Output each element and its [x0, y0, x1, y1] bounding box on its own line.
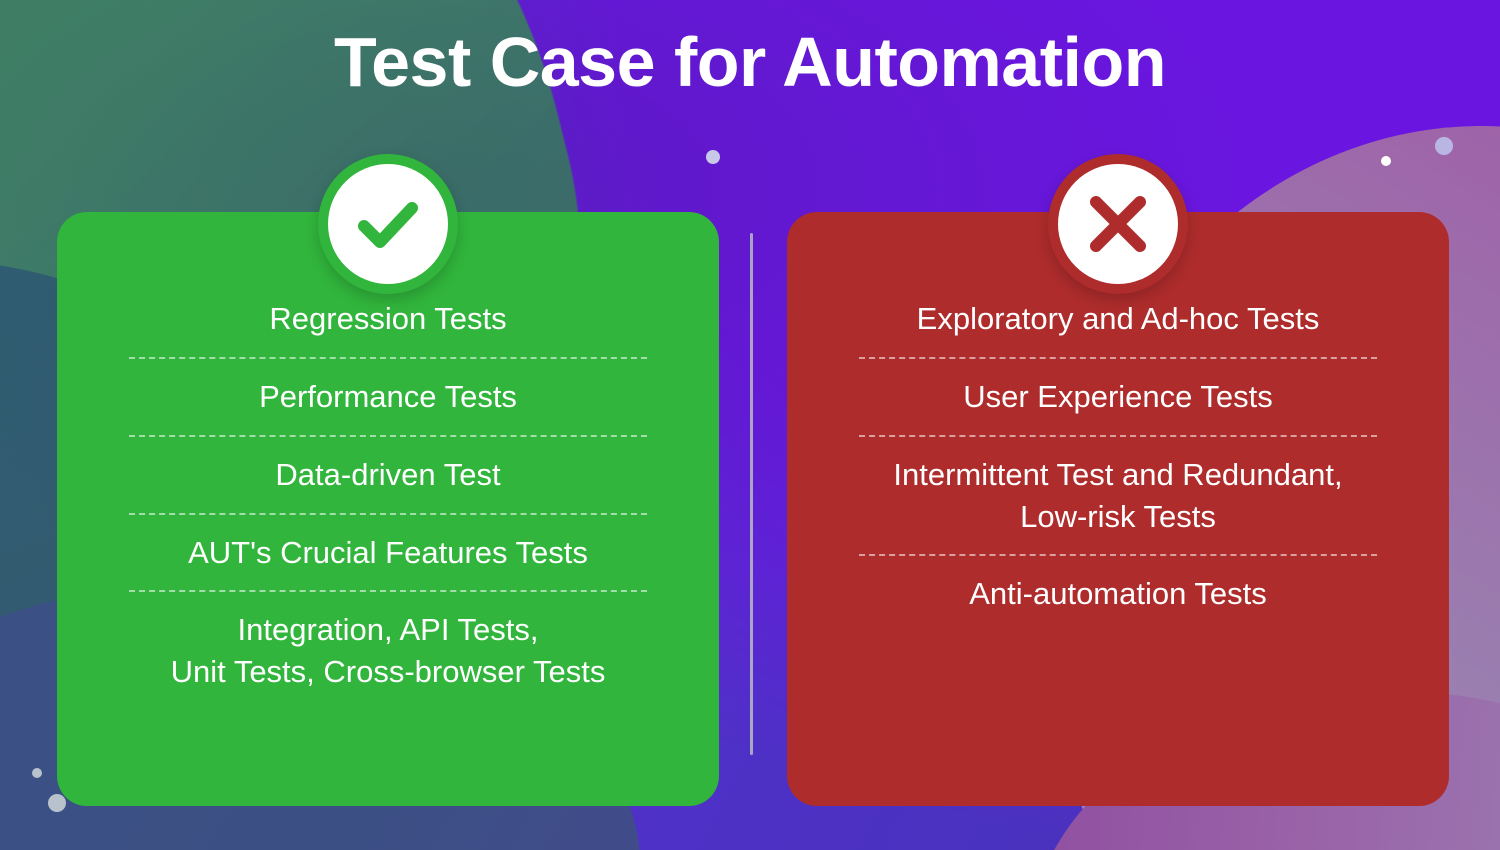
- decorative-dot: [32, 768, 42, 778]
- item-separator: [129, 434, 647, 437]
- cross-badge: [1048, 154, 1188, 294]
- decorative-dot: [48, 794, 66, 812]
- item-separator: [859, 356, 1377, 359]
- item-separator: [859, 434, 1377, 437]
- list-item: AUT's Crucial Features Tests: [188, 534, 588, 570]
- check-badge: [318, 154, 458, 294]
- list-item: Data-driven Test: [275, 456, 501, 492]
- item-separator-row: [817, 537, 1419, 573]
- item-separator: [129, 590, 647, 593]
- item-separator: [129, 512, 647, 515]
- item-separator-row: [87, 573, 689, 609]
- item-separator-row: [87, 418, 689, 454]
- page-title: Test Case for Automation: [334, 23, 1166, 101]
- item-separator-row: [87, 496, 689, 532]
- item-separator-row: [87, 340, 689, 376]
- list-item: Regression Tests: [269, 301, 507, 336]
- cross-icon: [1076, 182, 1160, 266]
- cross-badge-face: [1058, 164, 1178, 284]
- item-separator: [859, 554, 1377, 557]
- list-item: User Experience Tests: [963, 378, 1273, 414]
- decorative-dot: [1381, 156, 1391, 166]
- list-item: Integration, API Tests, Unit Tests, Cros…: [170, 612, 606, 690]
- list-item: Performance Tests: [259, 378, 517, 414]
- list-item: Exploratory and Ad-hoc Tests: [916, 301, 1320, 336]
- item-separator: [129, 356, 647, 359]
- decorative-dot: [1435, 137, 1453, 155]
- item-separator-row: [817, 340, 1419, 376]
- list-item: Anti-automation Tests: [969, 576, 1267, 612]
- decorative-dot: [706, 150, 720, 164]
- list-item: Intermittent Test and Redundant, Low-ris…: [893, 456, 1343, 534]
- check-icon: [346, 182, 430, 266]
- check-badge-face: [328, 164, 448, 284]
- item-separator-row: [817, 418, 1419, 454]
- column-divider: [750, 233, 753, 755]
